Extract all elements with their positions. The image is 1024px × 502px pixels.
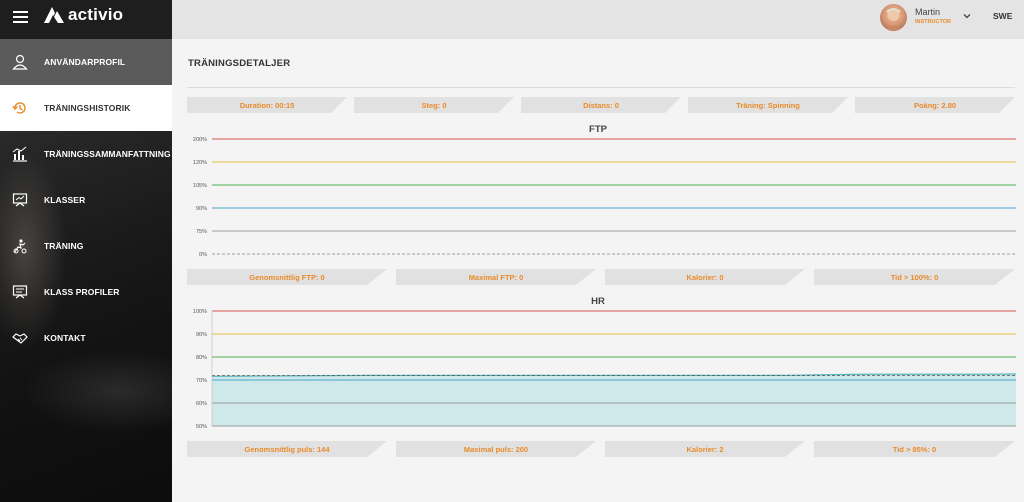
user-name[interactable]: Martin: [915, 7, 941, 17]
y-tick-label: 100%: [193, 309, 207, 315]
ftp-chart-title: FTP: [589, 124, 607, 135]
top-bar: Martin INSTRUCTOR SWE: [172, 0, 1024, 39]
sidebar-item-traningssammanfattning[interactable]: TRÄNINGSSAMMANFATTNING: [0, 131, 172, 177]
ftp-stats-row: Genomsnittlig FTP: 0 Maximal FTP: 0 Kalo…: [187, 269, 1015, 285]
y-tick-label: 120%: [193, 160, 207, 166]
sidebar-item-label: TRÄNING: [44, 241, 84, 251]
hr-chart-title: HR: [591, 296, 605, 307]
sidebar-item-label: KLASS PROFILER: [44, 287, 120, 297]
y-tick-label: 80%: [196, 355, 207, 361]
user-role: INSTRUCTOR: [915, 19, 951, 25]
sidebar-item-anvandarprofil[interactable]: ANVÄNDARPROFIL: [0, 39, 172, 85]
brand-name: activio: [68, 5, 124, 24]
sidebar-item-traning[interactable]: TRÄNING: [0, 223, 172, 269]
y-tick-label: 0%: [199, 252, 207, 258]
sidebar-item-label: KONTAKT: [44, 333, 86, 343]
stat-max-ftp: Maximal FTP: 0: [396, 269, 596, 285]
stat-points: Poäng: 2.80: [855, 97, 1015, 113]
sidebar-item-kontakt[interactable]: KONTAKT: [0, 315, 172, 361]
sidebar-item-klass-profiler[interactable]: KLASS PROFILER: [0, 269, 172, 315]
hr-stats-row: Genomsnittlig puls: 144 Maximal puls: 20…: [187, 441, 1015, 457]
sidebar-item-label: KLASSER: [44, 195, 86, 205]
handshake-icon: [11, 329, 29, 347]
sidebar-item-klasser[interactable]: KLASSER: [0, 177, 172, 223]
y-tick-label: 70%: [196, 378, 207, 384]
stat-hr-calories: Kalorier: 2: [605, 441, 805, 457]
stat-time-over-100: Tid > 100%: 0: [814, 269, 1015, 285]
stat-max-hr: Maximal puls: 200: [396, 441, 596, 457]
y-tick-label: 75%: [196, 229, 207, 235]
avatar[interactable]: [880, 4, 907, 31]
sidebar-header: activio: [0, 0, 172, 39]
hr-chart: 100% 90% 80% 70% 60% 50%: [193, 309, 1017, 430]
stat-avg-ftp: Genomsnittlig FTP: 0: [187, 269, 387, 285]
stat-training-type: Träning: Spinning: [688, 97, 848, 113]
divider: [187, 87, 1015, 88]
stat-steps: Steg: 0: [354, 97, 514, 113]
y-tick-label: 200%: [193, 137, 207, 143]
y-tick-label: 90%: [196, 206, 207, 212]
sidebar: activio ANVÄNDARPROFIL TRÄNINGSHISTORIK …: [0, 0, 172, 502]
user-icon: [11, 53, 29, 71]
stat-ftp-calories: Kalorier: 0: [605, 269, 805, 285]
language-selector[interactable]: SWE: [993, 11, 1013, 21]
hamburger-menu-icon[interactable]: [13, 11, 28, 23]
stat-time-over-85: Tid > 85%: 0: [814, 441, 1015, 457]
y-tick-label: 60%: [196, 401, 207, 407]
activio-logo-icon: [44, 7, 64, 23]
page-title: TRÄNINGSDETALJER: [188, 58, 291, 69]
y-tick-label: 50%: [196, 424, 207, 430]
ftp-chart: 200% 120% 105% 90% 75% 0%: [193, 137, 1016, 258]
presentation-icon: [11, 191, 29, 209]
sidebar-item-label: TRÄNINGSSAMMANFATTNING: [44, 149, 171, 159]
sidebar-background-image: [0, 131, 172, 502]
class-profile-icon: [11, 283, 29, 301]
sidebar-item-traningshistorik[interactable]: TRÄNINGSHISTORIK: [0, 85, 172, 131]
stat-duration: Duration: 00:15: [187, 97, 347, 113]
y-tick-label: 105%: [193, 183, 207, 189]
training-icon: [11, 237, 29, 255]
main-content: TRÄNINGSDETALJER Duration: 00:15 Steg: 0…: [172, 39, 1024, 502]
sidebar-item-label: ANVÄNDARPROFIL: [44, 57, 126, 67]
summary-stats-row: Duration: 00:15 Steg: 0 Distans: 0 Träni…: [187, 97, 1015, 113]
sidebar-item-label: TRÄNINGSHISTORIK: [44, 103, 131, 113]
hr-area: [212, 374, 1016, 426]
brand-logo[interactable]: activio: [43, 5, 123, 25]
stat-avg-hr: Genomsnittlig puls: 144: [187, 441, 387, 457]
bar-chart-icon: [11, 145, 29, 163]
history-icon: [11, 99, 29, 117]
y-tick-label: 90%: [196, 332, 207, 338]
stat-distance: Distans: 0: [521, 97, 681, 113]
chevron-down-icon[interactable]: [963, 12, 971, 20]
